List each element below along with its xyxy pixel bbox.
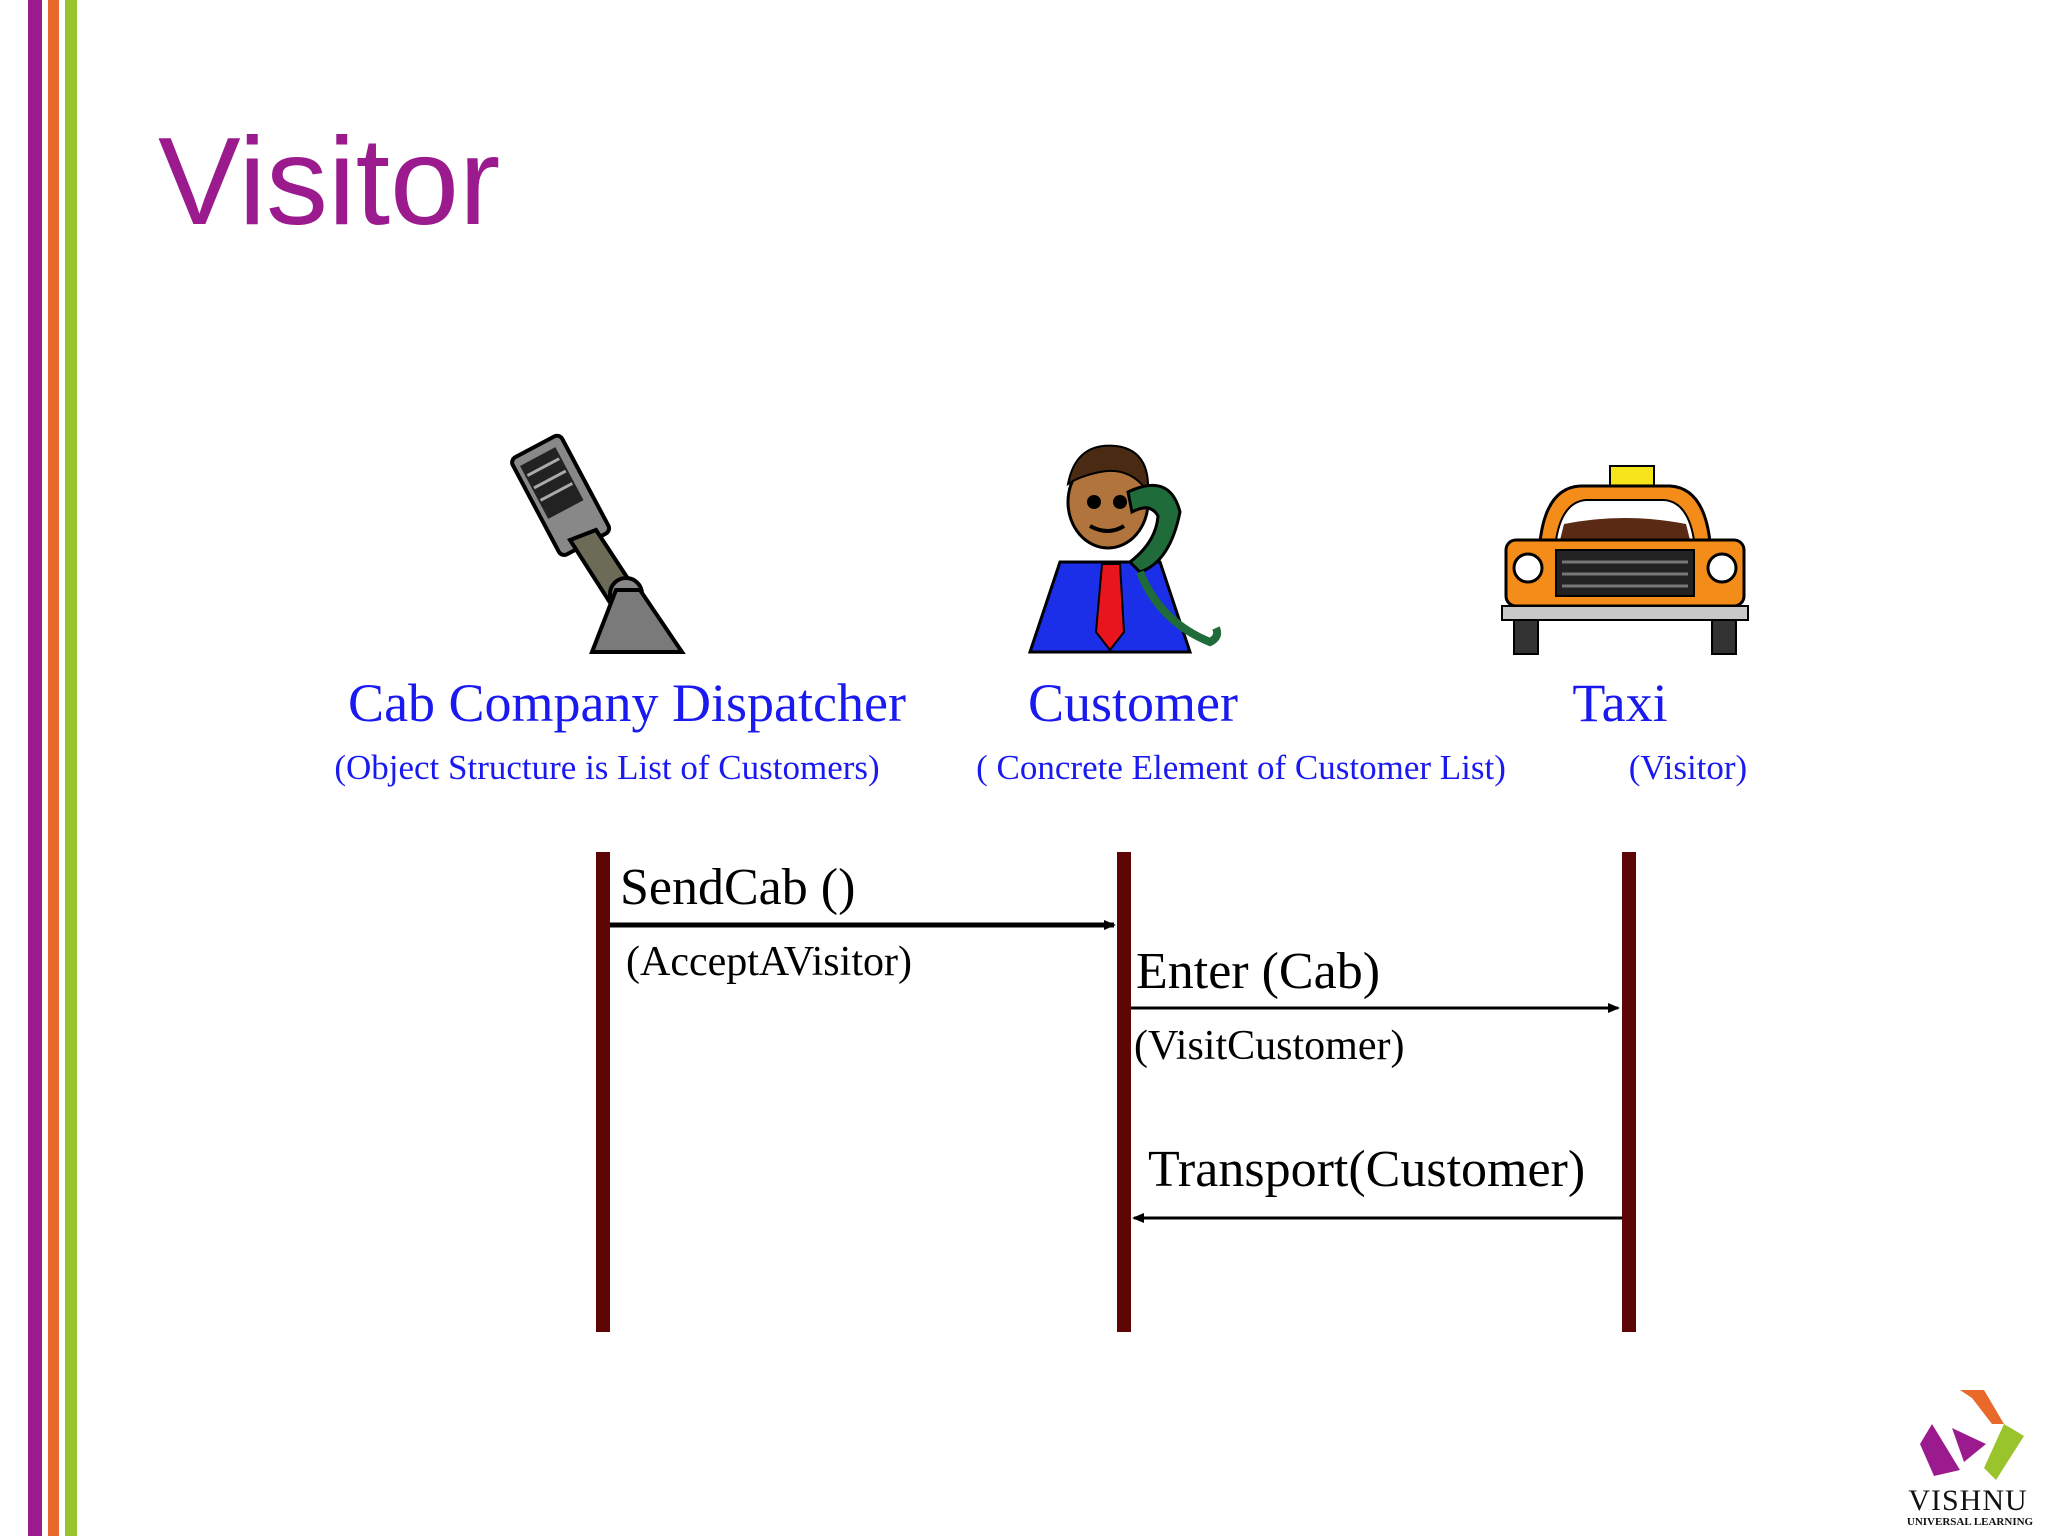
actor-name-customer: Customer [1028, 673, 1238, 733]
lifeline-customer [1117, 852, 1131, 1332]
person-on-phone-icon [1027, 444, 1222, 654]
microphone-icon [510, 433, 686, 654]
lifeline-taxi [1622, 852, 1636, 1332]
stripe-green [65, 0, 77, 1536]
stripe-purple [28, 0, 42, 1536]
message-label-sendcab: SendCab () [620, 859, 856, 916]
message-sublabel-enter: (VisitCustomer) [1134, 1023, 1405, 1069]
vishnu-logo-icon [1920, 1390, 2024, 1480]
message-label-transport: Transport(Customer) [1148, 1141, 1586, 1198]
lifeline-dispatcher [596, 852, 610, 1332]
actor-role-taxi: (Visitor) [1628, 748, 1748, 787]
message-label-enter: Enter (Cab) [1136, 943, 1381, 1000]
logo-tagline: UNIVERSAL LEARNING [1906, 1516, 2034, 1528]
logo-name: VISHNU [1908, 1484, 2028, 1517]
stripe-orange [48, 0, 59, 1536]
taxi-icon [1501, 465, 1749, 655]
actor-role-dispatcher: (Object Structure is List of Customers) [334, 748, 880, 787]
message-sublabel-sendcab: (AcceptAVisitor) [626, 939, 912, 985]
slide-title: Visitor [158, 113, 501, 251]
actor-role-customer: ( Concrete Element of Customer List) [976, 748, 1506, 787]
actor-name-taxi: Taxi [1572, 673, 1668, 733]
actor-name-dispatcher: Cab Company Dispatcher [348, 673, 906, 733]
